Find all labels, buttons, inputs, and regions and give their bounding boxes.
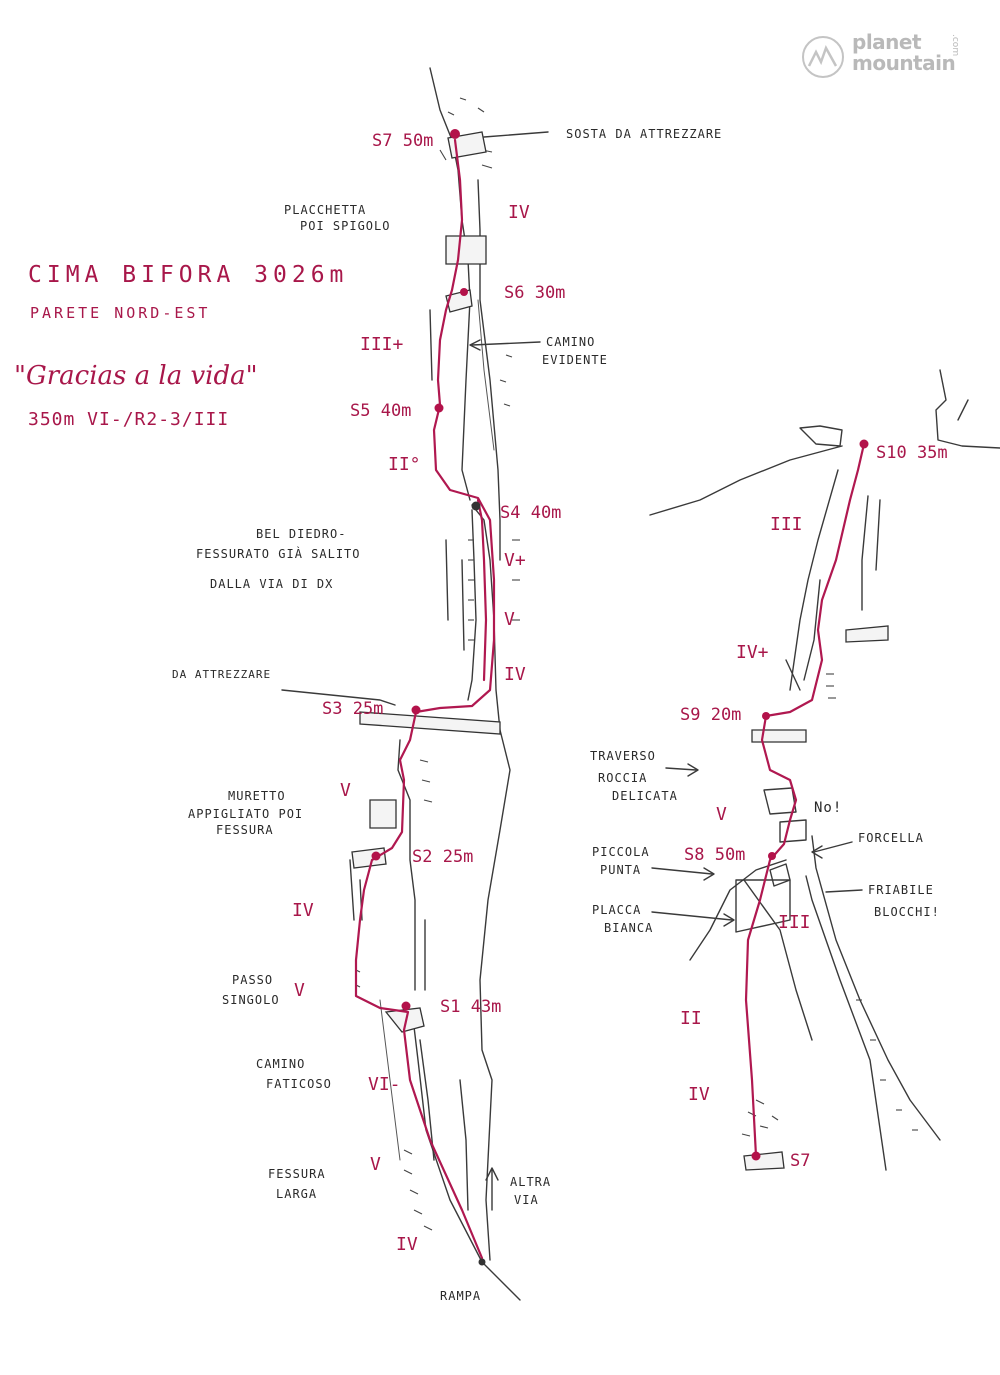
peak-name: CIMA BIFORA 3026m bbox=[28, 262, 348, 288]
note-forcella: FORCELLA bbox=[858, 831, 924, 845]
note-altra-via-1: ALTRA bbox=[510, 1175, 551, 1189]
note-diedro-3: DALLA VIA DI DX bbox=[210, 577, 333, 591]
right-notes: TRAVERSO ROCCIA DELICATA No! FORCELLA PI… bbox=[590, 749, 940, 935]
left-notes: SOSTA DA ATTREZZARE PLACCHETTA POI SPIGO… bbox=[172, 127, 722, 1303]
left-belay-labels: S7 50m S6 30m S5 40m S4 40m S3 25m S2 25… bbox=[322, 131, 565, 1017]
note-piccola-2: PUNTA bbox=[600, 863, 641, 877]
grade-g6: IV bbox=[504, 664, 526, 685]
logo-line2: mountain bbox=[852, 51, 956, 75]
note-traverso-2: ROCCIA bbox=[598, 771, 647, 785]
belay-s1: S1 43m bbox=[440, 997, 501, 1017]
left-route-variant bbox=[476, 498, 488, 682]
note-friabile-2: BLOCCHI! bbox=[874, 905, 940, 919]
grade-g5: V bbox=[504, 609, 515, 630]
note-traverso-1: TRAVERSO bbox=[590, 749, 656, 763]
left-grades: IV III+ II° V+ V IV V IV V VI- V IV bbox=[292, 202, 530, 1255]
grade-g4: V+ bbox=[504, 550, 526, 571]
note-placca-2: BIANCA bbox=[604, 921, 653, 935]
belay-s10: S10 35m bbox=[876, 443, 948, 463]
belay-s7-right: S7 bbox=[790, 1151, 810, 1171]
planetmountain-logo: planet mountain .com bbox=[800, 28, 960, 88]
belay-s2: S2 25m bbox=[412, 847, 473, 867]
logo-com: .com bbox=[950, 34, 960, 57]
note-friabile-1: FRIABILE bbox=[868, 883, 934, 897]
logo-wordmark: planet mountain bbox=[852, 30, 956, 75]
right-belay-labels: S10 35m S9 20m S8 50m S7 bbox=[680, 443, 948, 1171]
note-muretto-2: APPIGLIATO POI bbox=[188, 807, 303, 821]
left-rock-lines bbox=[281, 67, 549, 1301]
face-name: PARETE NORD-EST bbox=[30, 304, 210, 322]
right-grades: III IV+ V III II IV bbox=[680, 514, 811, 1105]
left-belay-dots bbox=[371, 129, 486, 1266]
belay-s9: S9 20m bbox=[680, 705, 741, 725]
left-hatching bbox=[355, 97, 520, 1231]
right-rock-lines bbox=[649, 369, 1000, 1171]
grade-g3: II° bbox=[388, 454, 421, 475]
note-muretto-1: MURETTO bbox=[228, 789, 286, 803]
note-fessura-1: FESSURA bbox=[268, 1167, 326, 1181]
note-diedro-1: BEL DIEDRO- bbox=[256, 527, 346, 541]
grade-g12: IV bbox=[396, 1234, 418, 1255]
note-placchetta-1: PLACCHETTA bbox=[284, 203, 366, 217]
note-fessura-2: LARGA bbox=[276, 1187, 317, 1201]
note-sosta: SOSTA DA ATTREZZARE bbox=[566, 127, 722, 141]
note-passo-1: PASSO bbox=[232, 973, 273, 987]
note-no: No! bbox=[814, 800, 842, 816]
note-muretto-3: FESSURA bbox=[216, 823, 274, 837]
note-altra-via-2: VIA bbox=[514, 1193, 539, 1207]
grade-g1: IV bbox=[508, 202, 530, 223]
grade-g2: III+ bbox=[360, 334, 404, 355]
title-block: CIMA BIFORA 3026m PARETE NORD-EST "Graci… bbox=[14, 262, 348, 430]
belay-s7-top: S7 50m bbox=[372, 131, 433, 151]
note-camino-faticoso-2: FATICOSO bbox=[266, 1077, 332, 1091]
grade-g9: V bbox=[294, 980, 305, 1001]
note-camino-faticoso-1: CAMINO bbox=[256, 1057, 305, 1071]
belay-s6: S6 30m bbox=[504, 283, 565, 303]
logo-line1: planet bbox=[852, 30, 922, 54]
left-route-line bbox=[354, 138, 496, 1260]
note-placca-1: PLACCA bbox=[592, 903, 641, 917]
note-piccola-1: PICCOLA bbox=[592, 845, 650, 859]
note-rampa: RAMPA bbox=[440, 1289, 481, 1303]
left-ledges bbox=[351, 131, 501, 1033]
grade-r4: III bbox=[778, 912, 811, 933]
note-placchetta-2: POI SPIGOLO bbox=[300, 219, 390, 233]
note-passo-2: SINGOLO bbox=[222, 993, 280, 1007]
grade-g8: IV bbox=[292, 900, 314, 921]
belay-s4: S4 40m bbox=[500, 503, 561, 523]
route-grade: 350m VI-/R2-3/III bbox=[28, 409, 229, 430]
grade-r2: IV+ bbox=[736, 642, 769, 663]
grade-g10: VI- bbox=[368, 1074, 401, 1095]
mountain-logo-icon bbox=[802, 36, 844, 78]
grade-r5: II bbox=[680, 1008, 702, 1029]
note-camino-1: CAMINO bbox=[546, 335, 595, 349]
note-traverso-3: DELICATA bbox=[612, 789, 678, 803]
belay-s8: S8 50m bbox=[684, 845, 745, 865]
grade-g7: V bbox=[340, 780, 351, 801]
grade-g11: V bbox=[370, 1154, 381, 1175]
note-camino-2: EVIDENTE bbox=[542, 353, 608, 367]
note-diedro-2: FESSURATO GIÀ SALITO bbox=[196, 546, 361, 561]
grade-r6: IV bbox=[688, 1084, 710, 1105]
right-route-line bbox=[744, 442, 866, 1158]
grade-r3: V bbox=[716, 804, 727, 825]
grade-r1: III bbox=[770, 514, 803, 535]
belay-s5: S5 40m bbox=[350, 401, 411, 421]
right-belay-dots bbox=[751, 439, 869, 1161]
route-name: "Gracias a la vida" bbox=[14, 361, 258, 391]
belay-s3: S3 25m bbox=[322, 699, 383, 719]
note-da-attrezzare: DA ATTREZZARE bbox=[172, 668, 271, 681]
